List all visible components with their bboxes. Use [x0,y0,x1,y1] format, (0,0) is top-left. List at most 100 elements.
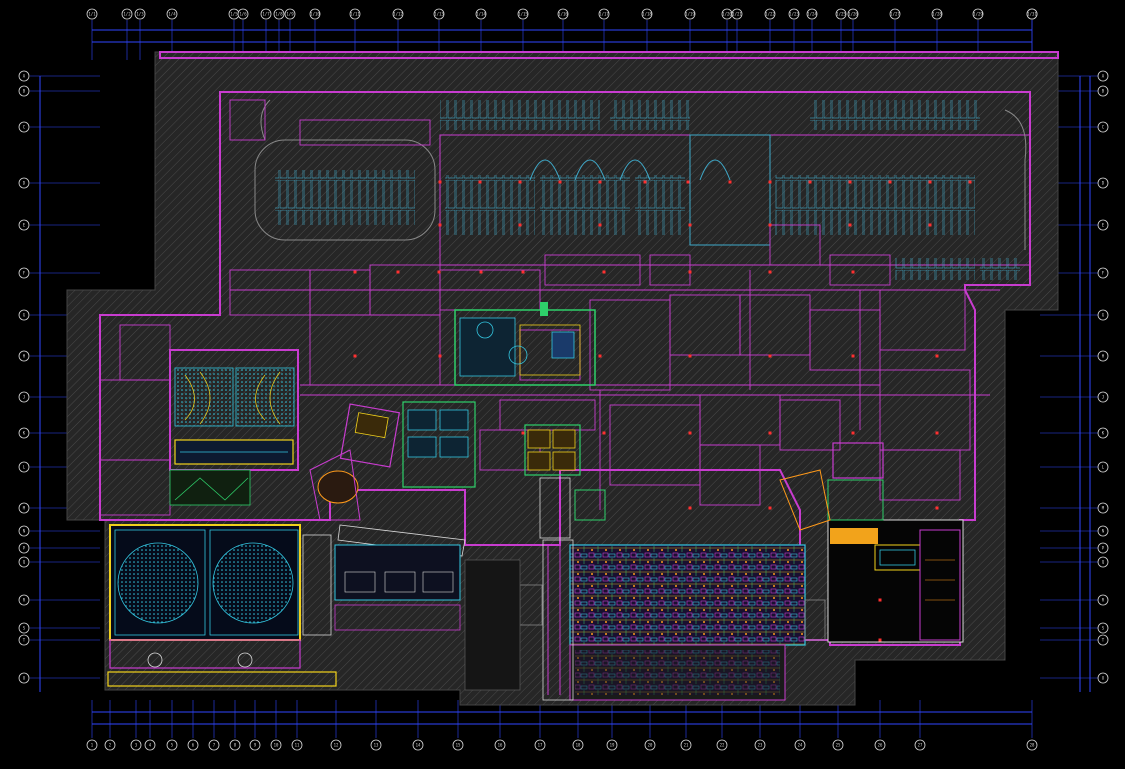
grid-bubble-label: N [23,529,26,534]
grid-bubble: 27 [914,739,926,751]
grid-bubble-circle [874,739,886,751]
grid-bubble-label: 9 [254,743,257,748]
grid-bubble-label: A [1102,74,1105,79]
grid-bubble-circle [1097,121,1109,133]
grid-bubble-circle [187,739,199,751]
column-marker [437,270,441,274]
grid-bubble-circle [166,8,178,20]
column-marker [968,180,972,184]
grid-bubble-circle [18,350,30,362]
grid-bubble: 1/21 [731,8,742,20]
grid-bubble: 3 [130,739,142,751]
grid-bubble-circle [18,502,30,514]
elevator-cores [524,424,606,539]
grid-bubble-label: Q [23,560,26,565]
grid-bubble-circle [641,8,653,20]
grid-bubble-label: 26 [878,743,883,748]
grid-bubble-label: F [23,271,26,276]
grid-bubble-circle [18,594,30,606]
grid-bubble-label: 23 [758,743,763,748]
grid-bubble-label: 15 [456,743,461,748]
grid-bubble: 1/7 [260,8,272,20]
column-marker [935,506,939,510]
grid-bubble-circle [130,739,142,751]
grid-bubble-label: Q [1102,560,1105,565]
grid-bubble: U [18,672,30,684]
column-marker [688,223,692,227]
column-marker [688,354,692,358]
grid-bubble-circle [832,739,844,751]
grid-bubble-label: J [23,395,25,400]
grid-bubble-label: K [1102,431,1105,436]
grid-bubble-circle [452,739,464,751]
grid-bubble-circle [18,525,30,537]
annotation-markers [353,180,972,642]
grid-bubble-circle [349,8,361,20]
grid-bubble-label: 27 [918,743,923,748]
grid-bubble-circle [572,739,584,751]
grid-bubble-circle [291,739,303,751]
grid-bubble-circle [18,70,30,82]
grid-bubble-circle [18,391,30,403]
grid-bubble-circle [433,8,445,20]
grid-bubble: H [18,350,30,362]
column-marker [851,354,855,358]
grid-bubble-label: 1/9 [286,12,294,17]
grid-bubble-circle [788,8,800,20]
grid-bubble: 8 [229,739,241,751]
grid-bubble-label: G [1102,313,1105,318]
column-marker [521,270,525,274]
grid-bubble: 18 [572,739,584,751]
grid-bubble-label: 25 [836,743,841,748]
grid-bubble-circle [494,739,506,751]
grid-bubble-label: 1/26 [848,12,858,17]
grid-bubble-label: 1/19 [685,12,695,17]
grid-bubble: 1/18 [641,8,653,20]
grid-bubble-circle [270,739,282,751]
grid-bubble: Q [18,556,30,568]
grid-bubble: 13 [370,739,382,751]
grid-bubble: R [1097,594,1109,606]
grid-bubble: B [18,85,30,97]
grid-bubble-label: B [1102,89,1105,94]
grid-bubble: 1/16 [557,8,568,20]
grid-bubble-circle [392,8,404,20]
grid-bubble: 28 [1026,739,1038,751]
grid-bubble-circle [249,739,261,751]
column-marker [808,180,812,184]
grid-bubble-label: 1/6 [239,12,247,17]
grid-bubble: 1/26 [847,8,858,20]
grid-bubble: A [1097,70,1109,82]
grid-bubble-circle [1097,622,1109,634]
grid-bubble: 1/12 [392,8,404,20]
grid-bubble-circle [1097,85,1109,97]
grid-bubble: D [1097,177,1109,189]
grid-bubble-label: 21 [684,743,689,748]
grid-bubble-circle [18,461,30,473]
column-marker [935,354,939,358]
grid-bubble-circle [273,8,285,20]
grid-bubble-label: 24 [798,743,803,748]
grid-bubble: 1/29 [972,8,983,20]
column-marker [353,354,357,358]
grid-bubble: M [1097,502,1109,514]
grid-bubble-circle [1097,70,1109,82]
grid-bubble-label: 3 [135,743,138,748]
grid-bubble: 1/2 [121,8,133,20]
grid-bubble: 15 [452,739,464,751]
grid-bubble-circle [1097,309,1109,321]
grid-bubble-circle [104,739,116,751]
grid-bubble-label: 1/24 [807,12,817,17]
grid-bubble: H [1097,350,1109,362]
grid-bubble-label: U [23,676,26,681]
grid-bubble-circle [18,219,30,231]
grid-bubble-label: 18 [576,743,581,748]
column-marker [521,431,525,435]
grid-bubble: G [18,309,30,321]
grid-bubble-circle [309,8,321,20]
grid-bubble-label: L [1102,465,1105,470]
grid-bubble-label: 1/18 [642,12,652,17]
